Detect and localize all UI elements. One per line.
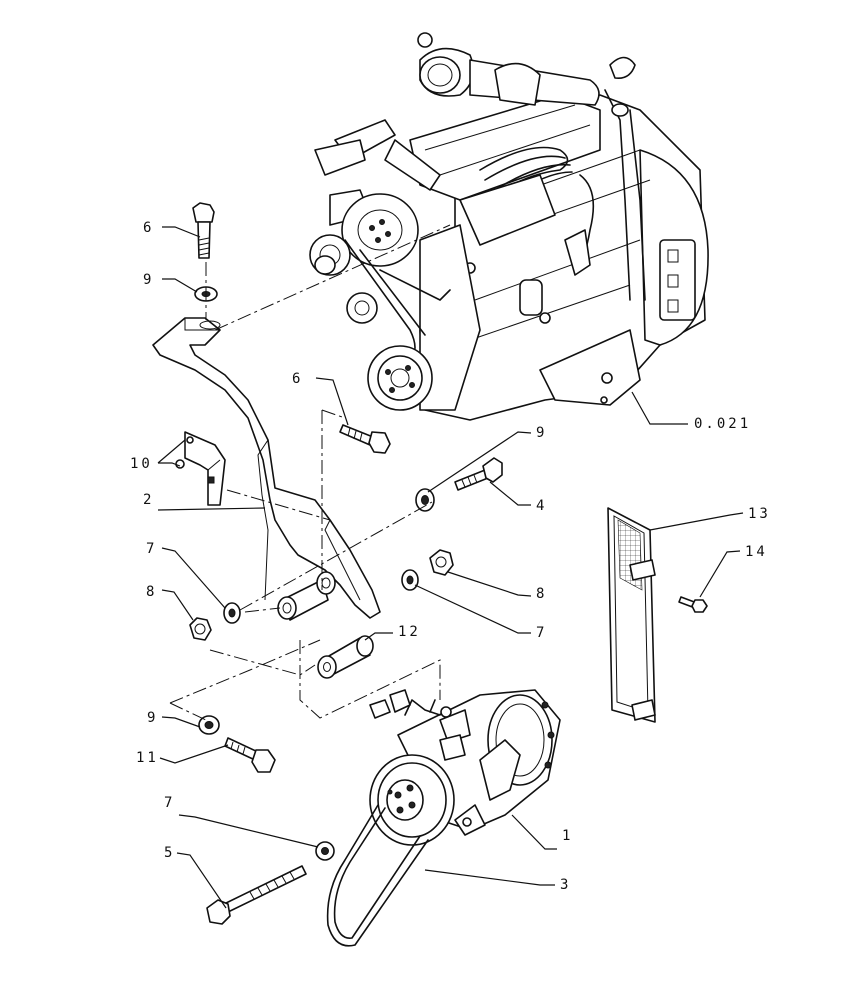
bolt-part-11 xyxy=(224,737,276,773)
callout-9-right: 9 xyxy=(536,425,547,441)
bolt-part-6-mid xyxy=(339,424,391,454)
alignment-lines xyxy=(169,224,451,723)
callout-8-left: 8 xyxy=(146,584,157,600)
callout-14: 14 xyxy=(745,544,768,560)
engine-assembly xyxy=(309,32,709,421)
bolt-part-5 xyxy=(206,865,307,925)
callout-12: 12 xyxy=(398,624,421,640)
callout-1: 1 xyxy=(562,828,573,844)
callout-7-right: 7 xyxy=(536,625,547,641)
washer-part-7-bottom xyxy=(315,841,335,861)
bolt-part-4 xyxy=(454,457,503,491)
callout-11: 11 xyxy=(136,750,159,766)
ac-compressor-part-1 xyxy=(369,689,561,846)
washer-part-9-right xyxy=(415,488,435,512)
washer-part-7-right xyxy=(401,569,419,591)
bolt-part-6-top xyxy=(192,202,215,259)
callout-6-mid: 6 xyxy=(292,371,303,387)
washer-part-7-left xyxy=(223,602,241,624)
leader-lines xyxy=(157,226,744,909)
callout-8-right: 8 xyxy=(536,586,547,602)
screw-part-14 xyxy=(678,596,708,613)
callout-3: 3 xyxy=(560,877,571,893)
bracket-part-10 xyxy=(175,431,226,506)
washer-part-9-bottom xyxy=(198,715,220,735)
callout-6-top: 6 xyxy=(143,220,154,236)
callout-13: 13 xyxy=(748,506,771,522)
callout-9-top: 9 xyxy=(143,272,154,288)
bracket-part-2 xyxy=(152,317,381,619)
nut-part-8-left xyxy=(189,617,212,641)
spacer-assembly xyxy=(277,571,336,621)
callout-labels: 6 9 6 9 10 2 4 7 8 8 7 12 13 14 9 11 1 7… xyxy=(130,220,771,893)
callout-7-left: 7 xyxy=(146,541,157,557)
callout-engine-reference: 0.021 xyxy=(694,416,751,432)
callout-4: 4 xyxy=(536,498,547,514)
sleeve-part-12 xyxy=(317,635,374,679)
callout-7-bottom: 7 xyxy=(164,795,175,811)
screen-panel-part-13 xyxy=(607,507,656,723)
drive-belt-part-3 xyxy=(326,804,429,947)
callout-5: 5 xyxy=(164,845,175,861)
callout-9-bottom: 9 xyxy=(147,710,158,726)
nut-part-8-right xyxy=(429,549,454,576)
callout-10: 10 xyxy=(130,456,153,472)
callout-2: 2 xyxy=(143,492,154,508)
